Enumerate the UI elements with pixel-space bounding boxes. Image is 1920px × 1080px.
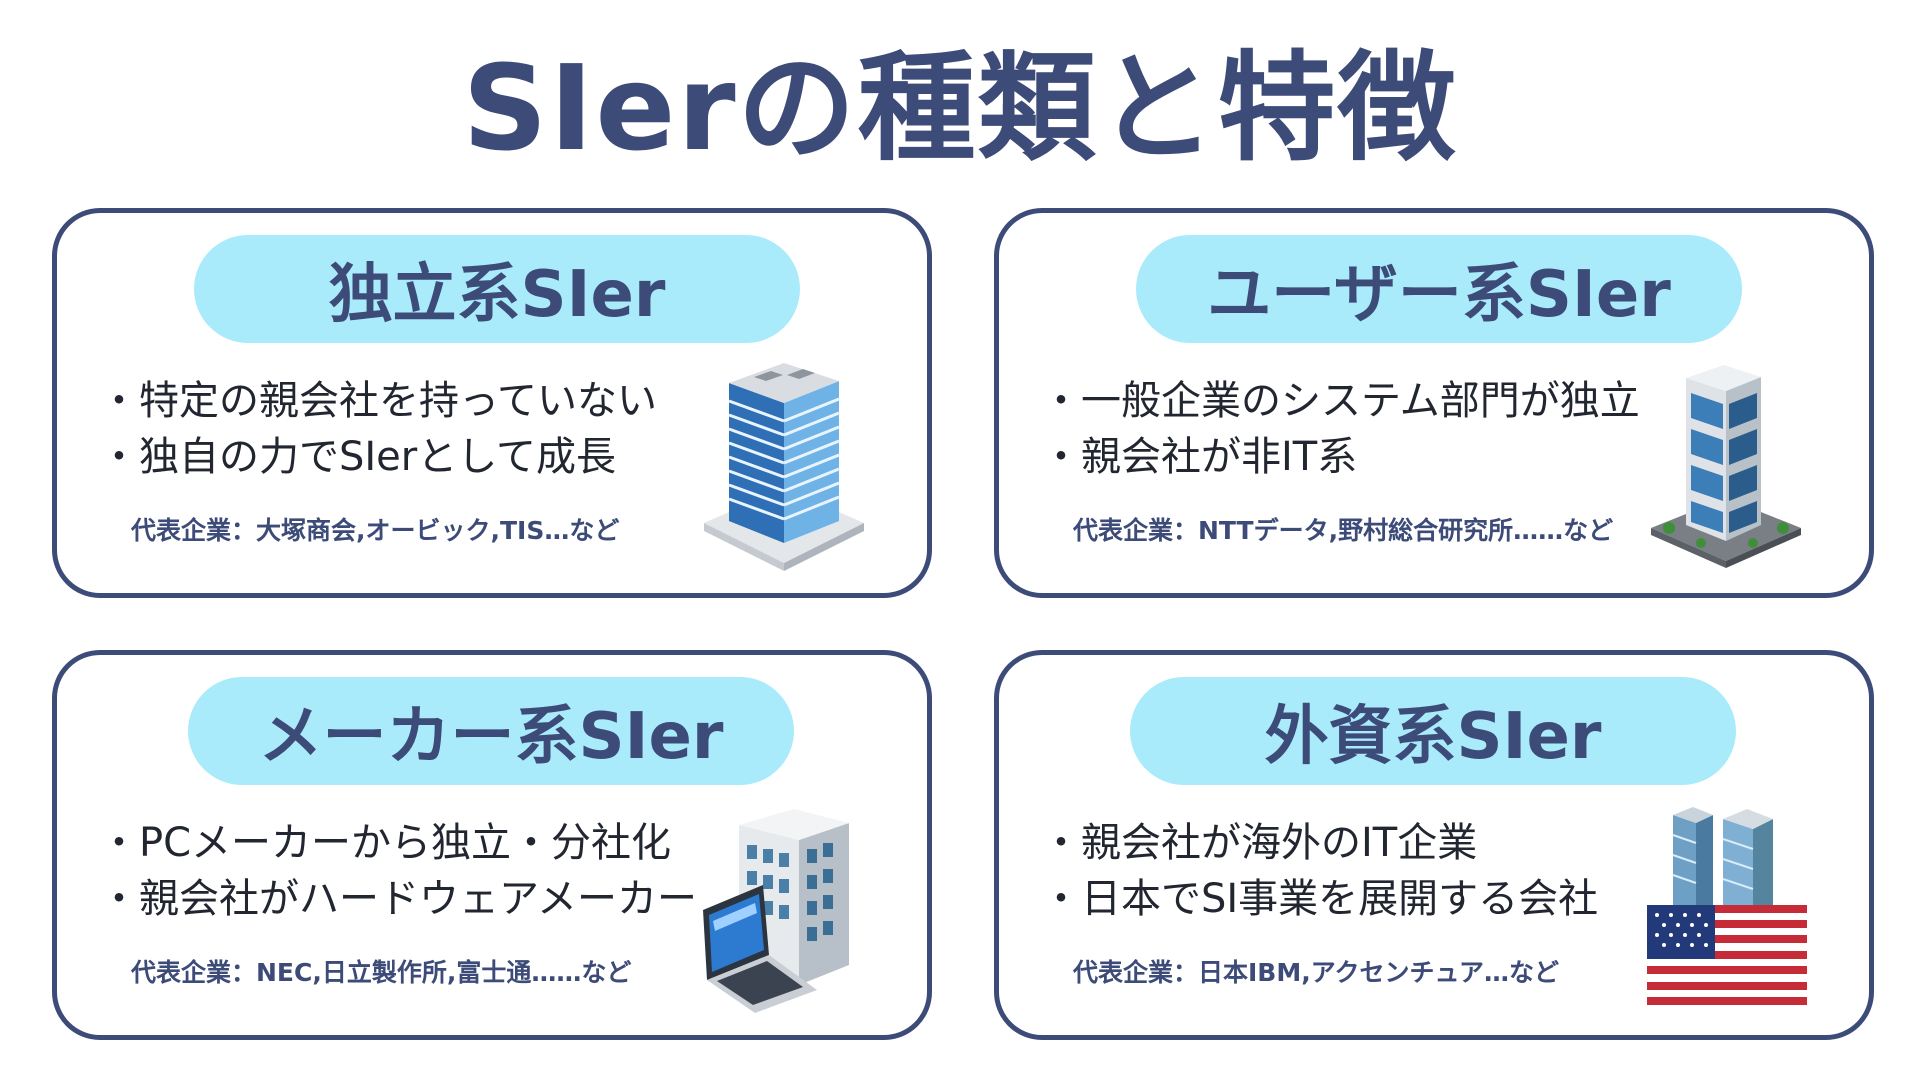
bullet-item: ・親会社が非IT系 bbox=[1041, 434, 1358, 480]
card-foreign: 外資系SIer ・親会社が海外のIT企業 ・日本でSI事業を展開する会社 代表企… bbox=[994, 650, 1874, 1040]
laptop-building-icon bbox=[699, 805, 869, 1015]
bullet-list: ・PCメーカーから独立・分社化 ・親会社がハードウェアメーカー bbox=[99, 815, 739, 927]
page-title: SIerの種類と特徴 bbox=[462, 39, 1458, 177]
bullet-list: ・特定の親会社を持っていない ・独自の力でSIerとして成長 bbox=[99, 373, 739, 485]
us-flag-buildings-icon bbox=[1641, 805, 1811, 1015]
office-building-icon bbox=[699, 363, 869, 573]
bullet-item: ・特定の親会社を持っていない bbox=[99, 378, 657, 424]
bullet-list: ・親会社が海外のIT企業 ・日本でSI事業を展開する会社 bbox=[1041, 815, 1681, 927]
bullet-item: ・親会社が海外のIT企業 bbox=[1041, 820, 1478, 866]
representative-companies: 代表企業：NEC,日立製作所,富士通……など bbox=[131, 958, 632, 987]
representative-companies: 代表企業：NTTデータ,野村総合研究所……など bbox=[1073, 516, 1614, 545]
bullet-item: ・日本でSI事業を展開する会社 bbox=[1041, 876, 1599, 922]
card-user: ユーザー系SIer ・一般企業のシステム部門が独立 ・親会社が非IT系 代表企業… bbox=[994, 208, 1874, 598]
card-maker: メーカー系SIer ・PCメーカーから独立・分社化 ・親会社がハードウェアメーカ… bbox=[52, 650, 932, 1040]
bullet-list: ・一般企業のシステム部門が独立 ・親会社が非IT系 bbox=[1041, 373, 1681, 485]
bullet-item: ・一般企業のシステム部門が独立 bbox=[1041, 378, 1640, 424]
card-heading: 外資系SIer bbox=[1130, 677, 1736, 785]
bullet-item: ・PCメーカーから独立・分社化 bbox=[99, 820, 672, 866]
bullet-item: ・独自の力でSIerとして成長 bbox=[99, 434, 617, 480]
card-heading: 独立系SIer bbox=[194, 235, 800, 343]
glass-tower-icon bbox=[1641, 363, 1811, 573]
representative-companies: 代表企業：日本IBM,アクセンチュア…など bbox=[1073, 958, 1559, 987]
representative-companies: 代表企業：大塚商会,オービック,TIS…など bbox=[131, 516, 620, 545]
bullet-item: ・親会社がハードウェアメーカー bbox=[99, 876, 697, 922]
card-heading: ユーザー系SIer bbox=[1136, 235, 1742, 343]
card-heading: メーカー系SIer bbox=[188, 677, 794, 785]
card-independent: 独立系SIer ・特定の親会社を持っていない ・独自の力でSIerとして成長 代… bbox=[52, 208, 932, 598]
